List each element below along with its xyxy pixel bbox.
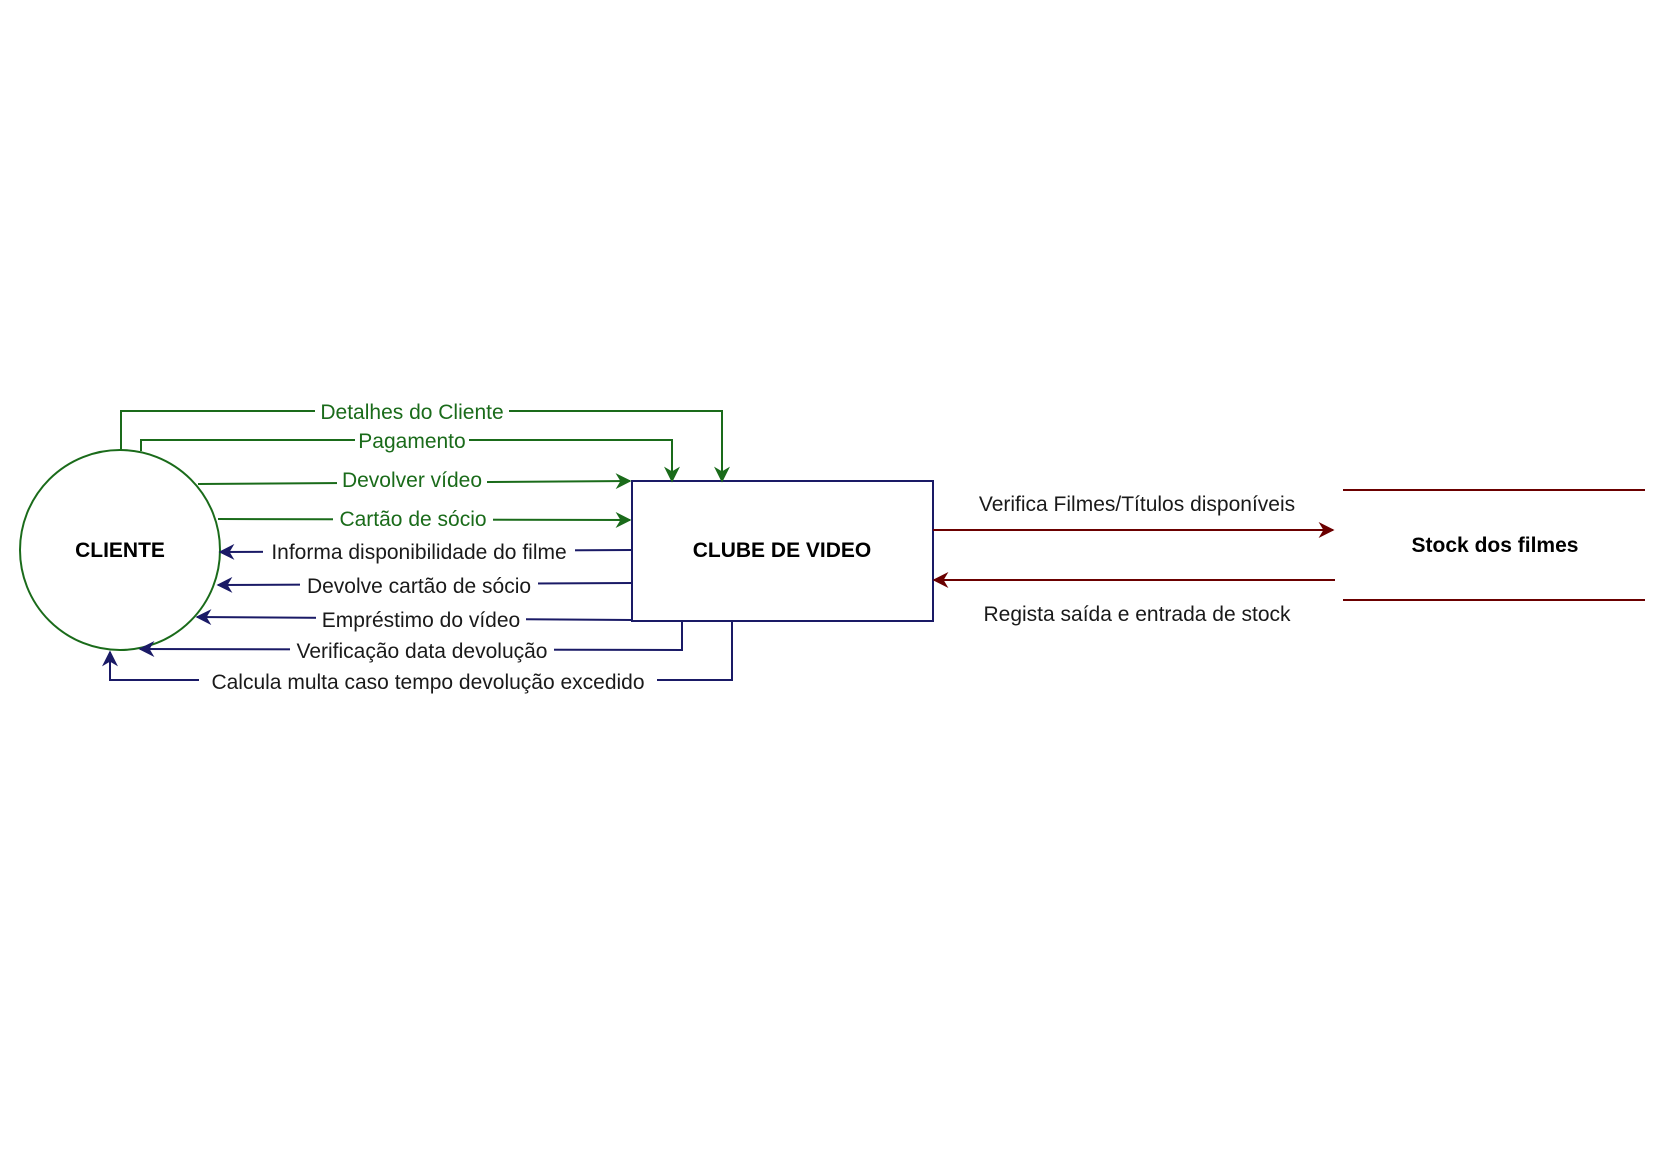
flow-emprestimo-label: Empréstimo do vídeo	[322, 609, 520, 632]
flow-calcula-multa-label: Calcula multa caso tempo devolução exced…	[211, 671, 644, 694]
cliente-label: CLIENTE	[75, 539, 165, 562]
flow-verifica-filmes-label: Verifica Filmes/Títulos disponíveis	[979, 493, 1295, 516]
flow-regista-label: Regista saída e entrada de stock	[983, 603, 1291, 626]
flow-detalhes-label: Detalhes do Cliente	[320, 401, 503, 424]
flow-informa-label: Informa disponibilidade do filme	[271, 541, 566, 564]
stock-label: Stock dos filmes	[1412, 534, 1579, 557]
flow-devolve-cartao-label: Devolve cartão de sócio	[307, 575, 531, 598]
flow-verificacao-label: Verificação data devolução	[296, 640, 547, 663]
flow-cartao-socio-label: Cartão de sócio	[339, 508, 486, 531]
clube-process-box	[631, 480, 934, 622]
clube-label: CLUBE DE VIDEO	[693, 539, 872, 562]
flow-devolver-video-label: Devolver vídeo	[342, 469, 482, 492]
flow-pagamento-label: Pagamento	[358, 430, 465, 453]
